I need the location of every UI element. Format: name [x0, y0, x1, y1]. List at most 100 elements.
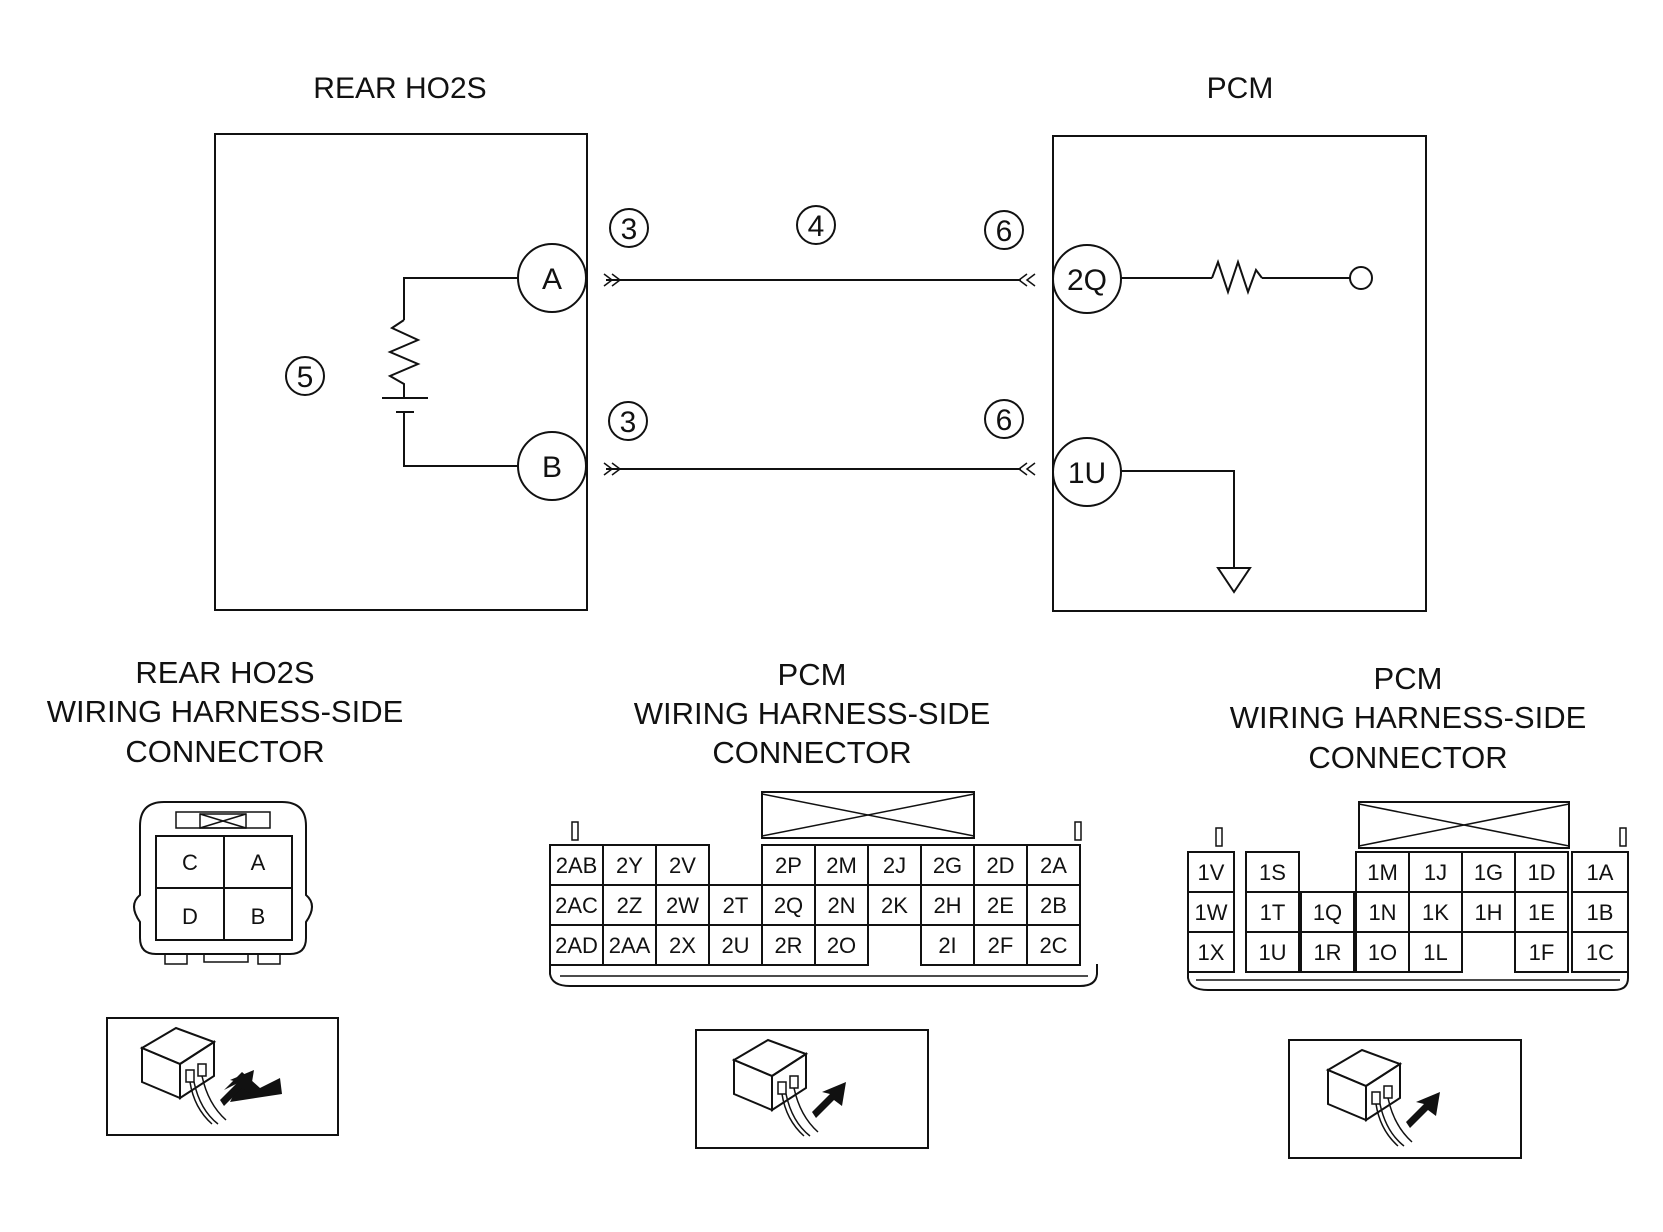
connector-1-title-line3: CONNECTOR	[125, 734, 324, 769]
pin-label: 1K	[1422, 900, 1449, 925]
ground-icon	[1121, 470, 1252, 594]
pin-label: 2K	[881, 893, 908, 918]
pin-label: 2W	[666, 893, 699, 918]
sensor-title: REAR HO2S	[313, 72, 486, 105]
pin-label: 1N	[1368, 900, 1396, 925]
pin-label: 2AB	[556, 853, 598, 878]
view-direction-icon-3	[1288, 1039, 1522, 1159]
svg-text:3: 3	[621, 213, 638, 246]
sensor-internal-circuit	[382, 277, 518, 467]
pin-label: 1C	[1586, 940, 1614, 965]
pin-label: 2B	[1040, 893, 1067, 918]
callout-wire: 4	[796, 205, 836, 245]
pcm-box	[1052, 135, 1427, 612]
pin-label: 1S	[1259, 860, 1286, 885]
pin-label: 2AA	[609, 933, 651, 958]
connector-3-title-line2: WIRING HARNESS-SIDE	[1230, 700, 1587, 735]
connector-2-title-line1: PCM	[778, 657, 847, 692]
pin-label: 2AD	[555, 933, 598, 958]
svg-text:5: 5	[297, 361, 314, 394]
svg-text:3: 3	[620, 406, 637, 439]
pin-label: 2I	[938, 933, 956, 958]
pin-label: 1X	[1198, 940, 1225, 965]
connector-2-title-line2: WIRING HARNESS-SIDE	[634, 696, 991, 731]
pin-label: 1R	[1313, 940, 1341, 965]
pin-label: 2E	[987, 893, 1014, 918]
pin-label: 2C	[1039, 933, 1067, 958]
connector-mark-pcm-top	[1017, 273, 1036, 287]
pin-a: A	[251, 850, 266, 875]
pin-label: 2T	[723, 893, 749, 918]
pin-label: 2V	[669, 853, 696, 878]
pin-label: 1V	[1198, 860, 1225, 885]
pin-label: 2M	[826, 853, 857, 878]
pin-label: 2U	[721, 933, 749, 958]
pin-label: 2Q	[774, 893, 803, 918]
pin-label: 1J	[1424, 860, 1447, 885]
pin-c: C	[182, 850, 198, 875]
pin-cell	[1187, 931, 1235, 973]
pin-label: 1B	[1587, 900, 1614, 925]
pin-label: 2Z	[617, 893, 643, 918]
pin-label: 2P	[775, 853, 802, 878]
callout-connector-top: 3	[609, 208, 649, 248]
svg-text:4: 4	[808, 210, 825, 243]
pin-label: 1L	[1423, 940, 1447, 965]
svg-text:6: 6	[996, 404, 1013, 437]
wiring-schematic: REAR HO2S PCM A B	[214, 72, 1427, 612]
pin-cell	[1026, 924, 1081, 966]
pin-label: 1M	[1367, 860, 1398, 885]
view-direction-icon-2	[695, 1029, 929, 1149]
pin-cell	[814, 924, 869, 966]
pin-label: 1Q	[1313, 900, 1342, 925]
sensor-pin-b: B	[517, 431, 587, 501]
sensor-pin-a: A	[517, 243, 587, 313]
pin-label: 2Y	[616, 853, 643, 878]
pcm-title: PCM	[1207, 72, 1274, 105]
pin-label: 2R	[774, 933, 802, 958]
pin-b: B	[251, 904, 266, 929]
pin-label: 1A	[1587, 860, 1614, 885]
pin-label: 2D	[986, 853, 1014, 878]
pin-label: 2A	[1040, 853, 1067, 878]
sensor-pin-b-label: B	[542, 451, 562, 484]
connector-1-title-line2: WIRING HARNESS-SIDE	[47, 694, 404, 729]
pcm-pin-1u-label: 1U	[1068, 457, 1106, 490]
pin-label: 2AC	[555, 893, 598, 918]
view-direction-icon-1	[106, 1017, 339, 1136]
rear-ho2s-connector-face: C A D B	[133, 801, 313, 965]
connector-3-title-line1: PCM	[1374, 661, 1443, 696]
pcm-pin-2q-label: 2Q	[1067, 264, 1107, 297]
sensor-pin-a-label: A	[542, 263, 562, 296]
pin-cell	[1514, 931, 1569, 973]
connector-mark-sensor-top	[603, 273, 622, 287]
connector-mark-sensor-bottom	[603, 462, 622, 476]
callout-connector-bottom: 3	[608, 401, 648, 441]
callout-pcm-top: 6	[984, 210, 1024, 250]
pcm-pin-2q: 2Q	[1052, 244, 1122, 314]
pin-label: 2N	[827, 893, 855, 918]
pcm-internal-resistor	[1121, 258, 1373, 296]
connector-1-title-line1: REAR HO2S	[135, 655, 314, 690]
pin-label: 1O	[1368, 940, 1397, 965]
pcm-pin-1u: 1U	[1052, 437, 1122, 507]
pin-label: 2G	[933, 853, 962, 878]
pin-label: 1W	[1195, 900, 1228, 925]
pin-label: 1D	[1527, 860, 1555, 885]
connector-mark-pcm-bottom	[1017, 462, 1036, 476]
rear-ho2s-box	[214, 133, 588, 611]
connector-pcm-1: PCM WIRING HARNESS-SIDE CONNECTOR 1V 1S 1M…	[1187, 661, 1629, 991]
callout-sensor-internal: 5	[285, 356, 325, 396]
callout-pcm-bottom: 6	[984, 399, 1024, 439]
pin-cell	[1571, 931, 1629, 973]
pin-d: D	[182, 904, 198, 929]
pin-label: 2O	[827, 933, 856, 958]
pin-label: 1T	[1260, 900, 1286, 925]
connector-3-title-line3: CONNECTOR	[1308, 740, 1507, 775]
pin-label: 2J	[883, 853, 906, 878]
pin-cell	[1408, 931, 1463, 973]
